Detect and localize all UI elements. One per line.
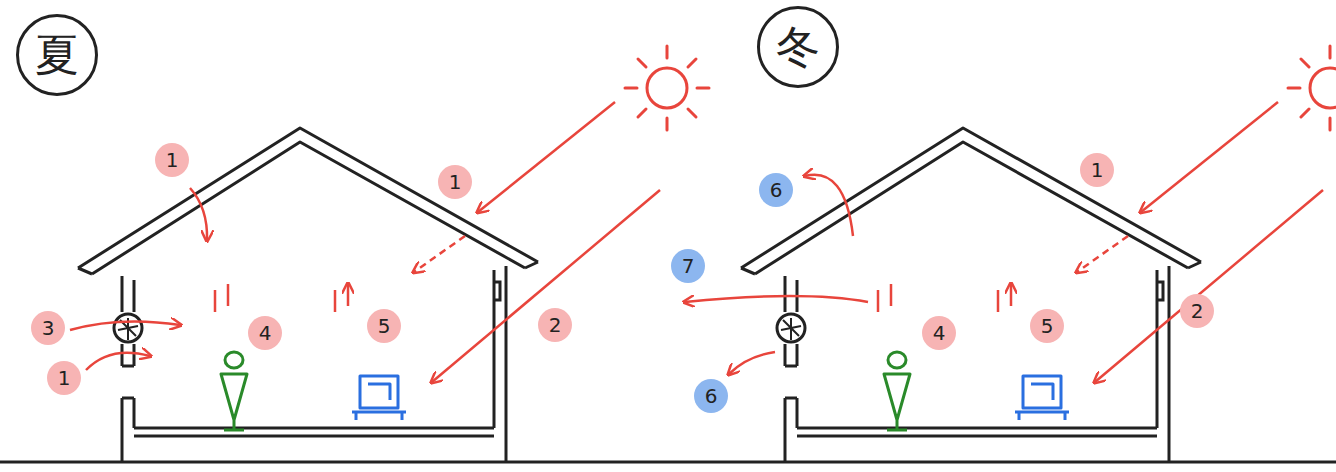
label-text: 5	[378, 316, 391, 336]
callout-number: 1	[47, 361, 81, 395]
callout-number: 7	[671, 249, 705, 283]
winter-house	[741, 46, 1336, 462]
callout-number: 4	[248, 316, 282, 350]
label-text: 冬	[776, 25, 820, 69]
callout-number: 6	[759, 173, 793, 207]
label-text: 2	[1191, 301, 1204, 321]
callout-number: 1	[438, 165, 472, 199]
label-text: 2	[549, 315, 562, 335]
callout-number: 4	[922, 316, 956, 350]
label-text: 1	[58, 368, 71, 388]
heat-arrow	[685, 296, 868, 302]
summer-heat-arrows	[70, 188, 207, 370]
label-text: 1	[166, 150, 179, 170]
season-badge: 夏	[16, 14, 98, 96]
heat-arrow	[805, 175, 853, 236]
label-text: 7	[682, 256, 695, 276]
label-text: 夏	[35, 33, 79, 77]
callout-number: 5	[1030, 309, 1064, 343]
label-text: 6	[705, 386, 718, 406]
callout-number: 5	[367, 309, 401, 343]
callout-number: 1	[1080, 153, 1114, 187]
callout-number: 3	[31, 311, 65, 345]
heat-arrow	[86, 353, 150, 370]
callout-number: 6	[694, 379, 728, 413]
label-text: 3	[42, 318, 55, 338]
label-text: 1	[449, 172, 462, 192]
label-text: 6	[770, 180, 783, 200]
heat-arrow	[729, 352, 775, 374]
season-badge: 冬	[757, 6, 839, 88]
heat-arrow	[70, 321, 180, 330]
label-text: 5	[1041, 316, 1054, 336]
heat-arrow	[190, 188, 207, 240]
ground-line	[0, 461, 1336, 464]
summer-house	[78, 46, 709, 462]
callout-number: 2	[538, 308, 572, 342]
callout-number: 1	[155, 143, 189, 177]
label-text: 4	[933, 323, 946, 343]
label-text: 4	[259, 323, 272, 343]
label-text: 1	[1091, 160, 1104, 180]
callout-number: 2	[1180, 294, 1214, 328]
